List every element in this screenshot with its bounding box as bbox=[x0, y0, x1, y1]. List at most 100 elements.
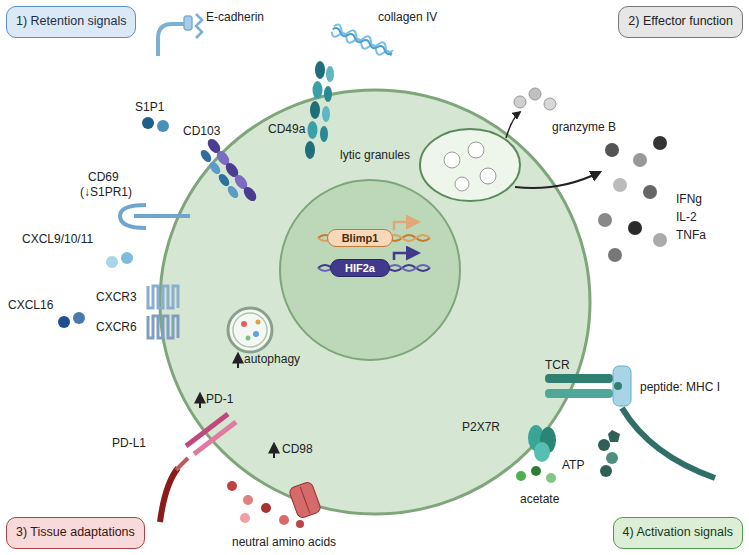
secretion-arrow bbox=[515, 172, 600, 188]
cd103-receptor bbox=[199, 137, 259, 204]
acetate-molecule bbox=[546, 473, 556, 483]
pd-l1-ligand bbox=[160, 458, 188, 522]
tcr-receptor bbox=[545, 389, 613, 398]
nucleus bbox=[280, 180, 460, 360]
part-label: CD98 bbox=[282, 442, 313, 456]
part-label: granzyme B bbox=[552, 120, 616, 134]
part-label: autophagy bbox=[244, 352, 300, 366]
autophagosome bbox=[256, 320, 261, 325]
up-arrow bbox=[273, 444, 275, 458]
up-arrow bbox=[237, 354, 239, 368]
s1p1-molecule bbox=[142, 117, 154, 129]
cxcr6-receptor bbox=[148, 316, 178, 338]
cd98-transporter bbox=[288, 481, 321, 519]
part-label: IFNg bbox=[676, 192, 702, 206]
p2x7r-channel bbox=[528, 425, 556, 462]
cxcr6-receptor bbox=[148, 316, 178, 338]
part-label: collagen IV bbox=[378, 10, 437, 24]
gene-arrow bbox=[394, 222, 418, 260]
section-box: 1) Retention signals bbox=[6, 6, 136, 38]
part-label: P2X7R bbox=[462, 420, 500, 434]
collagen-iv-symbol bbox=[332, 27, 393, 56]
part-label: CXCL9/10/11 bbox=[22, 232, 93, 246]
part-label: ATP bbox=[562, 458, 584, 472]
cd49a-receptor bbox=[322, 106, 330, 122]
part-label: PD-1 bbox=[206, 392, 233, 406]
cd49a-receptor bbox=[305, 141, 315, 159]
granzyme-b-molecule bbox=[529, 88, 541, 100]
collagen-iv-symbol bbox=[330, 23, 394, 59]
granzyme-b-molecule bbox=[514, 96, 526, 108]
amino-acid-molecules bbox=[243, 495, 253, 505]
e-cadherin-symbol bbox=[158, 24, 184, 56]
cd49a-receptor bbox=[305, 61, 334, 159]
t-cell-body bbox=[160, 90, 590, 514]
pd-1-receptor bbox=[186, 414, 236, 454]
cd49a-receptor bbox=[308, 121, 318, 139]
granzyme-b-molecule bbox=[544, 98, 556, 110]
cytokine-molecules bbox=[608, 248, 622, 262]
autophagosome bbox=[233, 313, 267, 347]
part-label: peptide: MHC I bbox=[640, 380, 720, 394]
gene-arrow bbox=[394, 253, 418, 260]
amino-acid-molecules bbox=[240, 513, 250, 523]
pd-l1-ligand bbox=[160, 468, 178, 522]
lytic-granule-vesicle bbox=[480, 168, 496, 184]
lytic-granule-vesicle bbox=[420, 129, 520, 201]
part-label: CXCL16 bbox=[8, 298, 53, 312]
cytokine-molecules bbox=[613, 178, 627, 192]
cxcl9-10-11-molecule bbox=[106, 252, 133, 268]
amino-acid-molecules bbox=[296, 520, 304, 528]
lytic-granule-vesicle bbox=[468, 142, 484, 158]
part-label: CXCR6 bbox=[96, 320, 137, 334]
atp-molecule bbox=[600, 465, 612, 477]
cytokine-molecules bbox=[598, 136, 667, 262]
section-box: 2) Effector function bbox=[618, 6, 743, 38]
cxcl16-molecule bbox=[58, 316, 70, 328]
cxcr3-receptor bbox=[148, 286, 178, 308]
acetate-molecule bbox=[531, 466, 541, 476]
part-label: TNFa bbox=[676, 228, 706, 242]
part-label: IL-2 bbox=[676, 210, 697, 224]
t-cell-body bbox=[160, 90, 590, 514]
part-label: neutral amino acids bbox=[232, 535, 336, 549]
part-label: S1P1 bbox=[135, 100, 164, 114]
cd103-receptor bbox=[226, 184, 241, 200]
node-title: Blimp1 bbox=[342, 231, 379, 246]
cd103-receptor bbox=[208, 160, 223, 176]
part-label: CD103 bbox=[183, 124, 220, 138]
autophagosome bbox=[228, 308, 272, 352]
granzyme-b-molecule bbox=[506, 88, 556, 138]
part-label: (↓S1PR1) bbox=[80, 185, 132, 199]
part-label: CD69 bbox=[88, 170, 119, 184]
cxcl9-10-11-molecule bbox=[106, 256, 118, 268]
part-label: lytic granules bbox=[340, 148, 410, 162]
part-label: PD-L1 bbox=[112, 436, 146, 450]
autophagosome bbox=[246, 336, 251, 341]
granzyme-b-molecule bbox=[506, 112, 520, 138]
cxcl16-molecule bbox=[73, 312, 85, 324]
amino-acid-molecules bbox=[227, 481, 237, 491]
cxcr3-receptor bbox=[148, 286, 178, 308]
cytokine-molecules bbox=[653, 136, 667, 150]
cd98-transporter bbox=[288, 481, 321, 519]
cytokine-molecules bbox=[633, 153, 647, 167]
acetate-molecule bbox=[516, 466, 556, 483]
part-label: CXCR3 bbox=[96, 290, 137, 304]
lytic-granule-vesicle bbox=[444, 152, 460, 168]
up-arrow bbox=[199, 394, 201, 408]
cd69-receptor bbox=[134, 214, 190, 218]
up-arrow bbox=[200, 354, 274, 458]
s1p1-molecule bbox=[157, 120, 169, 132]
cd103-receptor bbox=[241, 185, 259, 204]
cxcl16-molecule bbox=[58, 312, 85, 328]
cd49a-receptor bbox=[313, 81, 323, 99]
pd-1-receptor bbox=[194, 422, 236, 454]
cytokine-molecules bbox=[598, 213, 612, 227]
section-box: 4) Activation signals bbox=[613, 517, 743, 549]
atp-molecule bbox=[598, 439, 610, 451]
part-label: acetate bbox=[520, 492, 559, 506]
node-title: HIF2a bbox=[345, 261, 375, 276]
